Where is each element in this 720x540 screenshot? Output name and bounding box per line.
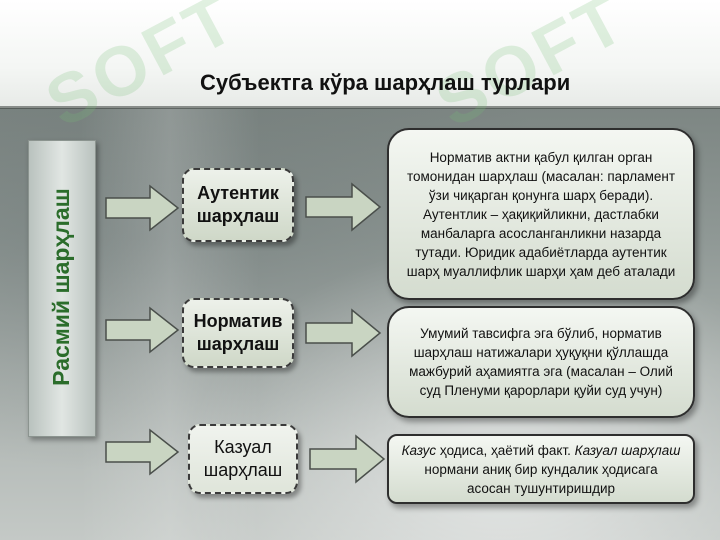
type-box-casual: Казуал шарҳлаш [188, 424, 298, 494]
arrow-right-icon [105, 428, 180, 476]
side-category-bar [28, 140, 96, 437]
description-part: нормани аниқ бир кундалик ҳодисага асоса… [424, 461, 658, 496]
arrow-right-icon [105, 306, 180, 354]
description-text: Норматив актни қабул қилган орган томони… [406, 149, 676, 279]
type-label: шарҳлаш [196, 206, 280, 226]
type-label: шарҳлаш [196, 334, 280, 354]
type-box-authentic: Аутентик шарҳлаш [182, 168, 294, 242]
arrow-right-icon [305, 308, 382, 358]
description-text: Умумий тавсифга эга бўлиб, норматив шарҳ… [409, 326, 673, 398]
description-text: Казус ҳодиса, ҳаётий факт. Казуал шарҳла… [401, 441, 681, 498]
side-category-label: Расмий шарҳлаш [48, 188, 74, 386]
type-label: Норматив [193, 311, 283, 331]
description-authentic: Норматив актни қабул қилган орган томони… [387, 128, 695, 300]
background-top [0, 0, 720, 112]
description-casual: Казус ҳодиса, ҳаётий факт. Казуал шарҳла… [387, 434, 695, 504]
arrow-right-icon [105, 184, 180, 232]
type-box-normative: Норматив шарҳлаш [182, 298, 294, 368]
description-italic: Казуал шарҳлаш [574, 442, 681, 458]
type-label: шарҳлаш [203, 460, 283, 480]
arrow-right-icon [305, 182, 382, 232]
header-divider [0, 106, 720, 109]
description-italic: Казус [401, 442, 437, 458]
description-part: ҳодиса, ҳаётий факт. [436, 442, 575, 458]
slide-title: Субъектга кўра шарҳлаш турлари [200, 70, 571, 95]
type-label: Аутентик [197, 183, 279, 203]
type-label: Казуал [214, 437, 272, 457]
arrow-right-icon [309, 434, 386, 484]
description-normative: Умумий тавсифга эга бўлиб, норматив шарҳ… [387, 306, 695, 418]
